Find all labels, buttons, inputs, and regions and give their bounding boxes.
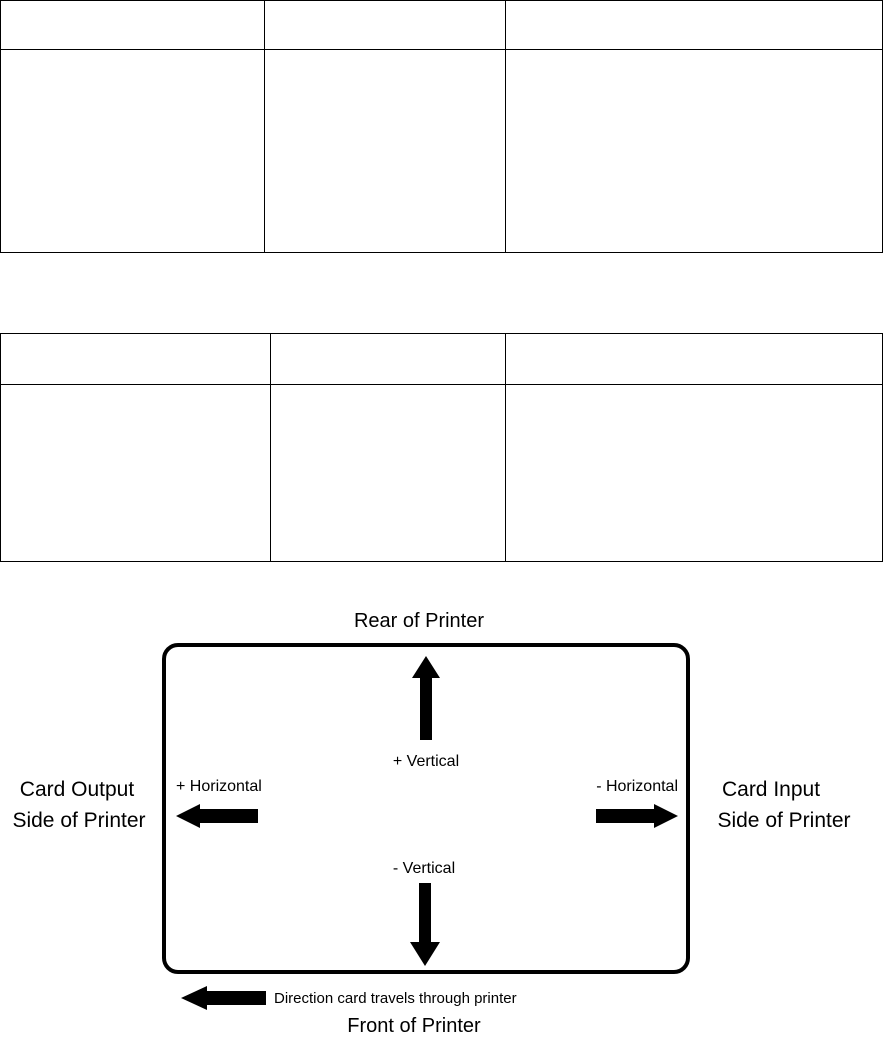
header-cell	[505, 0, 883, 50]
minus-vertical-label: - Vertical	[393, 860, 455, 877]
card-input-label: Card Input	[722, 778, 820, 801]
header-cell	[264, 0, 506, 50]
header-cell	[0, 333, 271, 385]
travel-direction-label: Direction card travels through printer	[274, 990, 517, 1007]
plus-vertical-label: + Vertical	[393, 753, 459, 770]
table-header-row	[0, 333, 883, 385]
table-1	[0, 0, 883, 253]
table-cell	[0, 384, 271, 562]
table-cell	[505, 49, 883, 253]
header-cell	[0, 0, 265, 50]
front-of-printer-label: Front of Printer	[347, 1015, 481, 1037]
right-arrow-icon	[596, 804, 678, 828]
card-output-label: Card Output	[20, 778, 135, 801]
left-arrow-icon	[176, 804, 258, 828]
table-header-row	[0, 0, 883, 50]
down-arrow-icon	[410, 883, 440, 966]
travel-direction-arrow-icon	[181, 986, 266, 1010]
table-cell	[0, 49, 265, 253]
table-cell	[270, 384, 506, 562]
header-cell	[270, 333, 506, 385]
card-output-side-label: Side of Printer	[12, 809, 145, 832]
table-2	[0, 333, 883, 562]
rear-of-printer-label: Rear of Printer	[354, 610, 484, 632]
table-row	[0, 49, 883, 253]
table-cell	[264, 49, 506, 253]
header-cell	[505, 333, 883, 385]
up-arrow-icon	[412, 656, 440, 740]
table-row	[0, 384, 883, 562]
table-cell	[505, 384, 883, 562]
plus-horizontal-label: + Horizontal	[176, 778, 262, 795]
minus-horizontal-label: - Horizontal	[596, 778, 678, 795]
card-outline	[162, 643, 690, 974]
card-input-side-label: Side of Printer	[717, 809, 850, 832]
card-orientation-diagram: Rear of Printer Front of Printer Card Ou…	[12, 610, 850, 1037]
